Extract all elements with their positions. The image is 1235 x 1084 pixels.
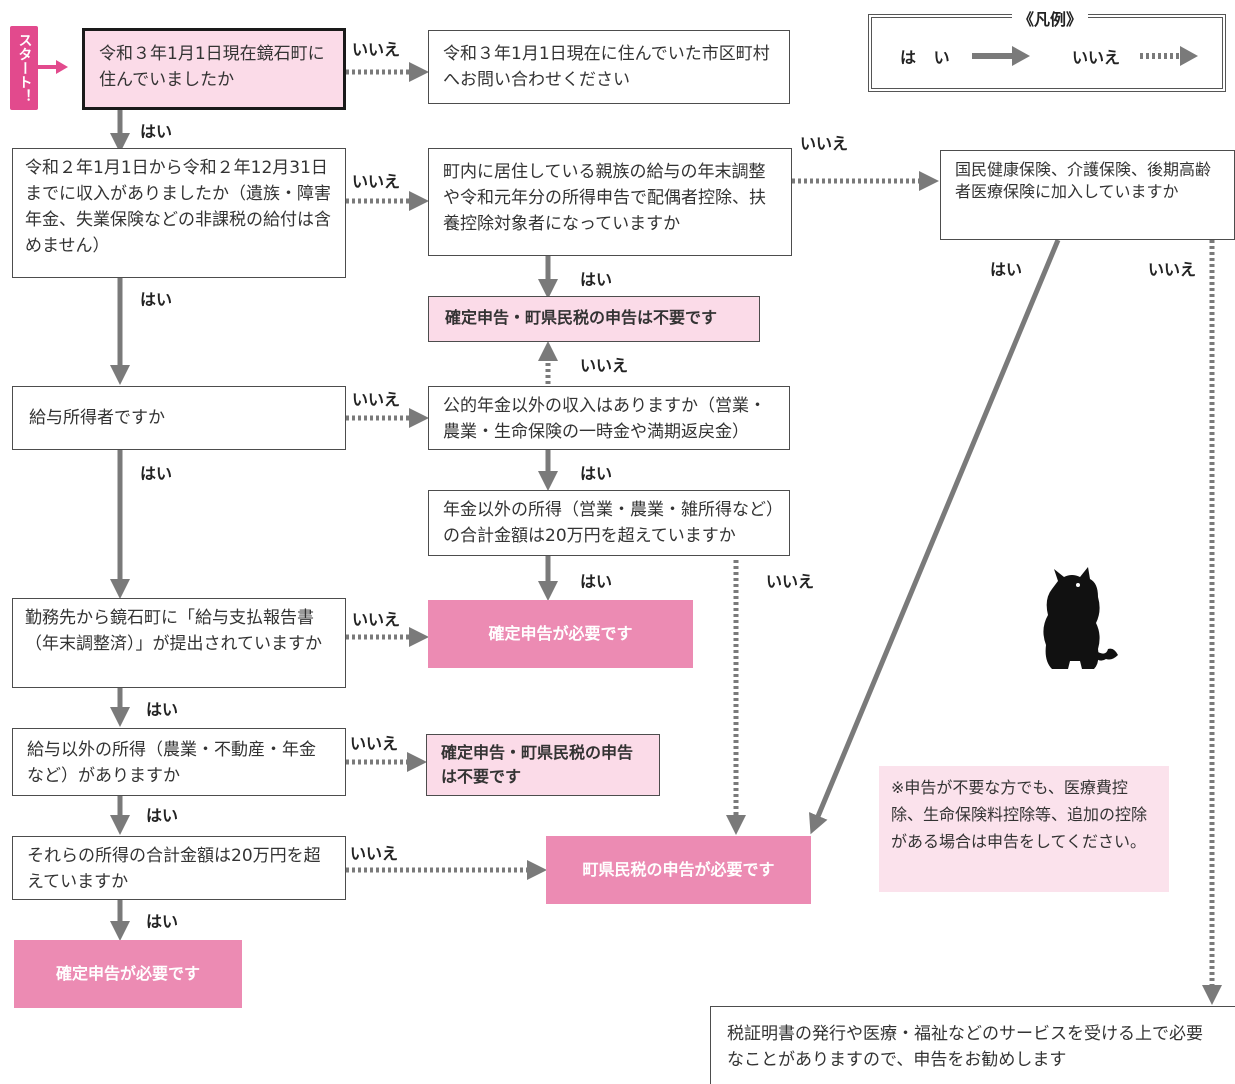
question-q4: 勤務先から鏡石町に「給与支払報告書（年末調整済）」が提出されていますか <box>12 598 346 688</box>
legend-yes-arrow-icon <box>972 46 1030 66</box>
question-q6: それらの所得の合計金額は20万円を超えていますか <box>12 836 346 900</box>
legend-yes-label: は い <box>900 48 956 67</box>
cow-mascot-icon <box>1043 567 1118 669</box>
outcome-not-needed: 確定申告・町県民税の申告は不要です <box>428 296 760 342</box>
yes-label: はい <box>146 912 179 931</box>
no-label: いいえ <box>352 610 401 629</box>
yes-arrow <box>808 239 1061 835</box>
question-r5: 年金以外の所得（営業・農業・雑所得など）の合計金額は20万円を超えていますか <box>428 490 790 556</box>
result-r6: 税証明書の発行や医療・福祉などのサービスを受ける上で必要なことがありますので、申… <box>710 1006 1235 1084</box>
no-label: いいえ <box>1148 260 1197 279</box>
outcome-kakutei-required: 確定申告が必要です <box>14 940 242 1008</box>
question-q2: 令和２年1月1日から令和２年12月31日までに収入がありましたか（遺族・障害年金… <box>12 148 346 278</box>
start-tab: スタート！ <box>10 26 38 110</box>
outcome-chokenmin-required: 町県民税の申告が必要です <box>546 836 811 904</box>
question-r4: 公的年金以外の収入はありますか（営業・農業・生命保険の一時金や満期返戻金） <box>428 386 790 450</box>
result-r1: 令和３年1月1日現在に住んでいた市区町村へお問い合わせください <box>428 30 790 104</box>
yes-label: はい <box>140 290 173 309</box>
no-label: いいえ <box>352 390 401 409</box>
yes-label: はい <box>580 464 613 483</box>
yes-label: はい <box>140 464 173 483</box>
yes-label: はい <box>146 806 179 825</box>
footnote: ※申告が不要な方でも、医療費控除、生命保険料控除等、追加の控除がある場合は申告を… <box>879 766 1169 892</box>
no-label: いいえ <box>350 734 399 753</box>
outcome-not-needed: 確定申告・町県民税の申告は不要です <box>426 734 660 796</box>
question-q3: 給与所得者ですか <box>12 386 346 450</box>
no-label: いいえ <box>800 134 849 153</box>
legend-no-label: いいえ <box>1072 48 1121 67</box>
no-label: いいえ <box>766 572 815 591</box>
legend: 《凡例》 は い いいえ <box>868 6 1226 92</box>
outcome-kakutei-required: 確定申告が必要です <box>428 600 693 668</box>
no-label: いいえ <box>580 356 629 375</box>
start-arrow-icon <box>38 60 68 74</box>
question-q5: 給与以外の所得（農業・不動産・年金など）がありますか <box>12 728 346 796</box>
question-r2: 町内に居住している親族の給与の年末調整や令和元年分の所得申告で配偶者控除、扶養控… <box>428 148 792 256</box>
no-label: いいえ <box>352 172 401 191</box>
question-q1: 令和３年1月1日現在鏡石町に住んでいましたか <box>82 28 346 110</box>
legend-title: 《凡例》 <box>1012 6 1089 30</box>
yes-label: はい <box>580 270 613 289</box>
yes-label: はい <box>990 260 1023 279</box>
yes-label: はい <box>140 122 173 141</box>
yes-label: はい <box>580 572 613 591</box>
yes-label: はい <box>146 700 179 719</box>
no-label: いいえ <box>352 40 401 59</box>
question-r3: 国民健康保険、介護保険、後期高齢者医療保険に加入していますか <box>940 150 1235 240</box>
legend-no-arrow-icon <box>1140 46 1198 66</box>
no-label: いいえ <box>350 844 399 863</box>
